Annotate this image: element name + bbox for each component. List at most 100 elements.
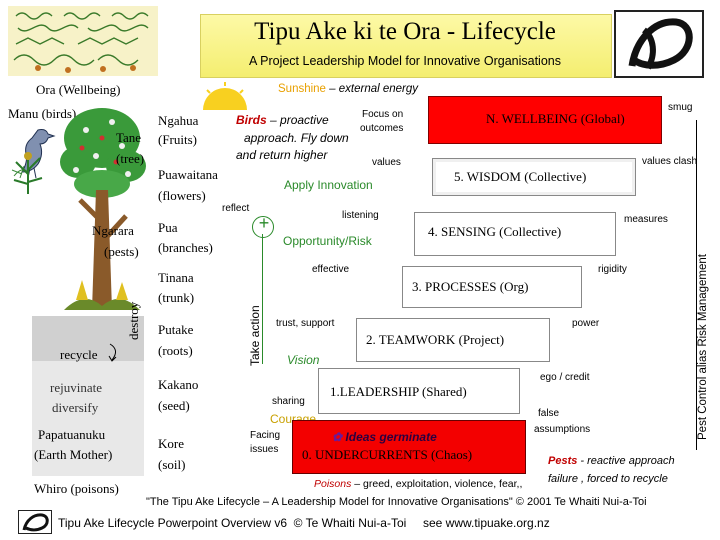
soil-label: (soil) (158, 457, 185, 473)
ego-credit-label: ego / credit (540, 372, 589, 383)
branches-label: (branches) (158, 240, 213, 256)
kakano-label: Kakano (158, 377, 198, 393)
plus-sign: + (255, 213, 273, 234)
diversify-label: diversify (52, 400, 98, 416)
rigidity-label: rigidity (598, 264, 627, 275)
whiro-label: Whiro (poisons) (34, 481, 119, 497)
tane-label: Tane (116, 130, 141, 146)
pua-label: Pua (158, 220, 178, 236)
papatuanuku-label: Papatuanuku (38, 427, 105, 443)
poisons-line: Poisons – greed, exploitation, violence,… (314, 478, 522, 490)
birds-line: Birds – proactive (236, 113, 329, 127)
putake-label: Putake (158, 322, 193, 338)
level-leadership-name: 1.LEADERSHIP (330, 384, 419, 399)
level-wisdom-label: 5. WISDOM (Collective) (454, 169, 586, 185)
flowers-label: (flowers) (158, 188, 206, 204)
birds-return: and return higher (236, 148, 327, 162)
recycle-arrow-icon (106, 340, 126, 364)
level-wellbeing-qual: (Global) (581, 111, 625, 126)
pest-control-label: Pest Control alias Risk Management (697, 254, 709, 440)
level-wisdom-name: 5. WISDOM (454, 169, 521, 184)
sunshine-word: Sunshine (278, 83, 326, 95)
ngarara-label: Ngarara (92, 223, 134, 239)
values-label: values (372, 157, 401, 168)
ora-label: Ora (Wellbeing) (36, 82, 121, 98)
tinana-label: Tinana (158, 270, 194, 286)
sun-icon (195, 80, 255, 110)
pests-rest: - reactive approach (580, 455, 674, 467)
swirl-logo-icon (8, 6, 158, 76)
pests-label: (pests) (104, 244, 139, 260)
values-clash-label: values clash (642, 156, 697, 167)
failure-label: failure , forced to recycle (548, 473, 668, 485)
kore-label: Kore (158, 436, 184, 452)
tree-paren-label: (tree) (116, 151, 144, 167)
ideas-germinate-text: Ideas germinate (345, 430, 436, 444)
take-action-label: Take action (248, 305, 262, 366)
pests-word: Pests (548, 455, 577, 467)
level-leadership-qual: (Shared) (422, 384, 467, 399)
level-undercurrents-qual: (Chaos) (431, 447, 472, 462)
level-sensing-label: 4. SENSING (Collective) (428, 224, 561, 240)
poisons-word: Poisons (314, 478, 351, 490)
birds-approach: approach. Fly down (244, 131, 349, 145)
measures-label: measures (624, 214, 668, 225)
level-teamwork-name: 2. TEAMWORK (366, 332, 455, 347)
destroy-label: destroy (126, 302, 142, 340)
rejuvinate-label: rejuvinate (50, 380, 102, 396)
puawaitana-label: Puawaitana (158, 167, 218, 183)
page-subtitle: A Project Leadership Model for Innovativ… (200, 54, 610, 68)
page-title: Tipu Ake ki te Ora - Lifecycle (200, 18, 610, 46)
effective-label: effective (312, 264, 349, 275)
recycle-label: recycle (60, 347, 98, 363)
swirl-logo-footer-icon (18, 510, 52, 534)
pests-line: Pests - reactive approach (548, 455, 675, 467)
ngahua-label: Ngahua (158, 113, 198, 129)
overview-text: Tipu Ake Lifecycle Powerpoint Overview v… (58, 516, 550, 530)
trunk-label: (trunk) (158, 290, 194, 306)
focus-on-label: Focus on (362, 109, 403, 120)
level-wisdom-qual: (Collective) (524, 169, 586, 184)
birds-proactive: – proactive (270, 113, 329, 127)
issues-label: issues (250, 444, 278, 455)
plant-icon (8, 140, 48, 196)
logo-d-icon (614, 10, 704, 78)
level-wellbeing-name: N. WELLBEING (486, 111, 577, 126)
vision-label: Vision (287, 353, 319, 367)
level-processes-label: 3. PROCESSES (Org) (412, 279, 528, 295)
trust-support-label: trust, support (276, 318, 334, 329)
sharing-label: sharing (272, 396, 305, 407)
reflect-label: reflect (222, 203, 249, 214)
earth-mother-label: (Earth Mother) (34, 447, 112, 463)
level-undercurrents-label: 0. UNDERCURRENTS (Chaos) (302, 447, 472, 463)
power-label: power (572, 318, 599, 329)
assumptions-label: assumptions (534, 424, 590, 435)
smug-label: smug (668, 102, 692, 113)
opportunity-label: Opportunity/Risk (283, 234, 372, 248)
apply-innovation-label: Apply Innovation (284, 178, 373, 192)
facing-label: Facing (250, 430, 280, 441)
ideas-star-icon: ✿ (332, 430, 342, 444)
fruits-label: (Fruits) (158, 132, 197, 148)
listening-label: listening (342, 210, 379, 221)
level-leadership-label: 1.LEADERSHIP (Shared) (330, 384, 467, 400)
poisons-rest: – greed, exploitation, violence, fear,, (354, 478, 522, 490)
sunshine-label: Sunshine – external energy (278, 83, 418, 95)
level-processes-qual: (Org) (500, 279, 529, 294)
false-label: false (538, 408, 559, 419)
citation-text: "The Tipu Ake Lifecycle – A Leadership M… (146, 496, 647, 508)
outcomes-label: outcomes (360, 123, 403, 134)
level-sensing-qual: (Collective) (499, 224, 561, 239)
external-energy-text: – external energy (329, 83, 418, 95)
level-teamwork-qual: (Project) (459, 332, 504, 347)
level-teamwork-label: 2. TEAMWORK (Project) (366, 332, 504, 348)
level-wellbeing-label: N. WELLBEING (Global) (486, 111, 625, 127)
ideas-germinate-line: ✿ Ideas germinate (332, 430, 437, 444)
level-sensing-name: 4. SENSING (428, 224, 496, 239)
take-action-line (262, 234, 263, 364)
level-undercurrents-name: 0. UNDERCURRENTS (302, 447, 428, 462)
birds-word: Birds (236, 113, 267, 127)
roots-label: (roots) (158, 343, 193, 359)
seed-label: (seed) (158, 398, 190, 414)
level-processes-name: 3. PROCESSES (412, 279, 497, 294)
